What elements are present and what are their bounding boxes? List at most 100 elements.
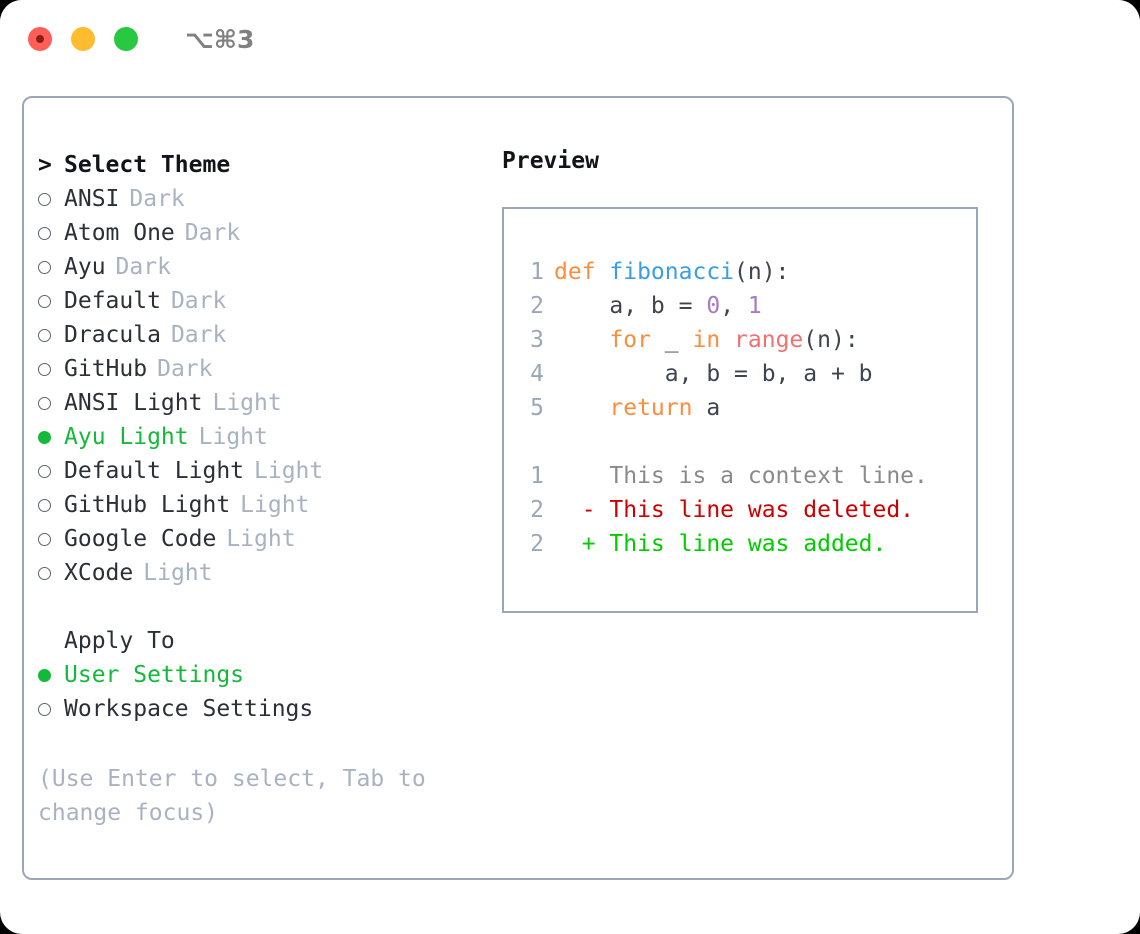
theme-list-item[interactable]: GitHub Dark [38, 352, 488, 386]
code-line: 5 return a [518, 391, 976, 425]
code-token: fibonacci [609, 259, 735, 285]
radio-unselected-icon[interactable] [38, 260, 64, 274]
line-number: 3 [530, 327, 544, 353]
caret-icon: > [38, 152, 52, 178]
title-bar: ⌥⌘3 [0, 0, 1140, 78]
radio-unselected-icon[interactable] [38, 396, 64, 410]
radio-unselected-icon[interactable] [38, 192, 64, 206]
theme-variant-label: Light [240, 492, 310, 518]
theme-name-label: GitHub [64, 356, 148, 382]
theme-list-item[interactable]: Ayu Light Light [38, 420, 488, 454]
theme-name-label: Default [64, 288, 161, 314]
diff-line: 2 - This line was deleted. [518, 493, 976, 527]
apply-to-label-text: Workspace Settings [64, 696, 314, 722]
theme-name-label: Ayu [64, 254, 106, 280]
radio-unselected-icon[interactable] [38, 532, 64, 546]
theme-list-item[interactable]: ANSI Light Light [38, 386, 488, 420]
radio-unselected-icon[interactable] [38, 362, 64, 376]
code-token: a, b = [554, 293, 707, 319]
radio-unselected-icon[interactable] [38, 498, 64, 512]
theme-name-label: XCode [64, 560, 134, 586]
code-token: in [692, 327, 721, 353]
code-token: def [554, 259, 610, 285]
code-token: a [692, 395, 721, 421]
code-token: 0 [706, 293, 721, 319]
code-token: , [720, 293, 748, 319]
code-token: for [609, 327, 651, 353]
theme-list-item[interactable]: Ayu Dark [38, 250, 488, 284]
theme-variant-label: Dark [115, 254, 171, 280]
diff-text: This is a context line. [609, 463, 928, 489]
code-token [720, 327, 734, 353]
select-theme-label: Select Theme [64, 152, 231, 178]
code-token: (n): [803, 327, 859, 353]
code-token: _ [650, 327, 693, 353]
keyboard-hint-text: (Use Enter to select, Tab to change focu… [38, 766, 426, 826]
diff-marker: + [554, 531, 610, 557]
apply-to-label: Apply To [64, 628, 175, 654]
theme-name-label: Ayu Light [64, 424, 189, 450]
code-token: a, b = b, a + b [554, 361, 873, 387]
apply-to-option[interactable]: User Settings [38, 658, 488, 692]
theme-name-label: ANSI Light [64, 390, 203, 416]
theme-list-item[interactable]: Google Code Light [38, 522, 488, 556]
theme-name-label: Google Code [64, 526, 217, 552]
code-line: 4 a, b = b, a + b [518, 357, 976, 391]
apply-to-label-text: User Settings [64, 662, 245, 688]
radio-unselected-icon[interactable] [38, 464, 64, 478]
traffic-light-buttons [28, 27, 138, 51]
theme-variant-label: Dark [170, 322, 227, 348]
theme-variant-label: Light [212, 390, 282, 416]
theme-variant-label: Dark [184, 220, 241, 246]
theme-variant-label: Light [198, 424, 268, 450]
list-spacer [38, 590, 488, 624]
line-number: 1 [530, 463, 544, 489]
minimize-window-button[interactable] [71, 27, 95, 51]
apply-to-option[interactable]: Workspace Settings [38, 692, 488, 726]
diff-line: 2 + This line was added. [518, 527, 976, 561]
line-number: 4 [530, 361, 544, 387]
zoom-window-button[interactable] [114, 27, 138, 51]
line-number: 5 [530, 395, 544, 421]
diff-text: This line was added. [609, 531, 887, 557]
radio-selected-icon[interactable] [38, 668, 64, 682]
theme-name-label: Dracula [64, 322, 161, 348]
radio-selected-icon[interactable] [38, 430, 64, 444]
preview-heading: Preview [502, 148, 599, 174]
radio-unselected-icon[interactable] [38, 294, 64, 308]
theme-list-item[interactable]: Dracula Dark [38, 318, 488, 352]
radio-unselected-icon[interactable] [38, 226, 64, 240]
line-number: 2 [530, 531, 544, 557]
theme-variant-label: Light [254, 458, 324, 484]
theme-variant-label: Dark [129, 186, 185, 212]
line-number: 2 [530, 497, 544, 523]
code-token [554, 395, 609, 421]
window-shortcut-label: ⌥⌘3 [185, 24, 255, 54]
code-token: 1 [747, 293, 762, 319]
radio-unselected-icon[interactable] [38, 566, 64, 580]
theme-list-item[interactable]: XCode Light [38, 556, 488, 590]
radio-unselected-icon[interactable] [38, 328, 64, 342]
theme-variant-label: Light [143, 560, 213, 586]
diff-line: 1 This is a context line. [518, 459, 976, 493]
code-token: range [734, 327, 804, 353]
diff-marker [554, 463, 609, 489]
close-window-button[interactable] [28, 27, 52, 51]
code-token: (n): [734, 259, 790, 285]
radio-unselected-icon[interactable] [38, 702, 64, 716]
diff-text: This line was deleted. [609, 497, 915, 523]
theme-variant-label: Light [226, 526, 296, 552]
line-number: 2 [530, 293, 544, 319]
theme-variant-label: Dark [157, 356, 213, 382]
